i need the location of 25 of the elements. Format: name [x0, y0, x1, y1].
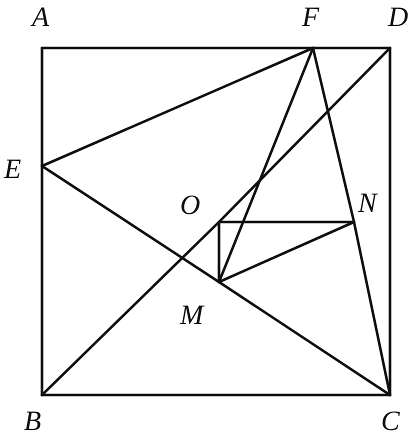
- line-segment: [312, 46, 392, 50]
- line-segment: [40, 46, 314, 168]
- line-segment: [218, 220, 356, 284]
- point-label: A: [32, 4, 50, 32]
- point-label: O: [180, 192, 200, 220]
- line-segment: [312, 46, 356, 224]
- point-label: D: [388, 4, 408, 32]
- line-segment: [218, 46, 392, 224]
- line-segment: [40, 46, 44, 168]
- line-segment: [388, 46, 392, 396]
- line-segment: [40, 394, 392, 396]
- point-label: N: [358, 190, 377, 218]
- line-segment: [40, 46, 314, 50]
- line-segment: [352, 220, 392, 396]
- point-label: C: [381, 408, 400, 436]
- line-segment: [40, 220, 220, 396]
- line-segment: [218, 220, 356, 224]
- point-label: M: [180, 302, 204, 330]
- line-segment: [40, 164, 220, 284]
- point-label: F: [302, 4, 320, 32]
- line-segment: [218, 280, 392, 396]
- line-segment: [40, 164, 44, 396]
- point-label: B: [24, 408, 42, 436]
- point-label: E: [4, 156, 22, 184]
- line-segment: [218, 220, 220, 284]
